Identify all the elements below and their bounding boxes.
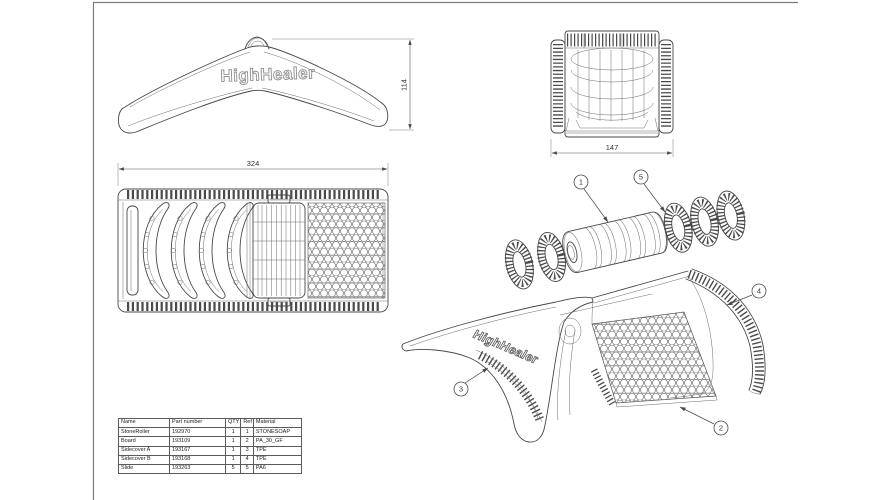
dim-width-147: 147	[606, 143, 619, 152]
svg-text:5: 5	[639, 173, 643, 182]
parts-table: Name Part number QTY Ref Material StoneR…	[118, 417, 302, 475]
svg-text:4: 4	[757, 287, 761, 296]
col-material: Material	[252, 417, 302, 429]
col-part-number: Part number	[169, 417, 226, 429]
callout-3: 3	[453, 381, 469, 397]
roller-bump	[244, 36, 270, 50]
front-view-roller	[565, 47, 659, 134]
top-view-roller	[252, 194, 306, 307]
callout-5: 5	[633, 169, 649, 185]
callout-2: 2	[713, 420, 729, 436]
col-ref: Ref	[240, 417, 254, 429]
table-row: Sidecover A 193167 1 3 TPE	[118, 445, 302, 456]
dim-height-114: 114	[400, 79, 409, 91]
sheet-border	[92, 1, 798, 500]
stone-roller-exploded	[562, 211, 668, 274]
col-qty: QTY	[224, 417, 242, 429]
col-name: Name	[118, 417, 170, 429]
callout-1: 1	[573, 174, 589, 190]
svg-text:1: 1	[579, 178, 583, 187]
svg-text:2: 2	[719, 424, 723, 433]
front-view: 147	[550, 30, 674, 157]
table-row: StoneRoller 192970 1 1 STONESOAP	[118, 427, 302, 438]
dim-width-324: 324	[247, 159, 260, 168]
table-row: Slide 193263 5 5 PA6	[118, 463, 302, 475]
exploded-view: 1 5	[501, 169, 749, 292]
table-row: Sidecover B 193168 1 4 TPE	[118, 454, 302, 465]
honeycomb-top-view	[307, 202, 386, 299]
assembled-view: HighHealer 3 2 4	[401, 268, 767, 443]
top-view: 324	[117, 159, 389, 313]
logo-side: HighHealer	[220, 63, 315, 85]
table-row: Board 193109 1 2 PA_30_GF	[118, 436, 302, 447]
callout-4: 4	[751, 283, 767, 299]
parts-table-header: Name Part number QTY Ref Material	[118, 417, 302, 429]
logo-assembled: HighHealer	[470, 328, 541, 367]
svg-text:3: 3	[459, 385, 463, 394]
honeycomb-3d	[591, 311, 717, 404]
side-view: HighHealer 114	[118, 36, 414, 134]
